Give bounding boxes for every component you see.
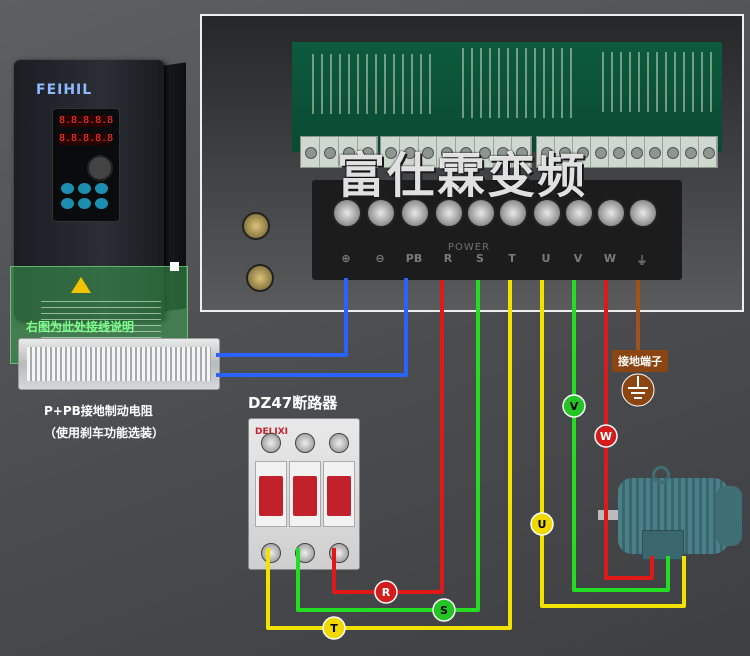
badge-s: S	[432, 598, 456, 622]
motor-shaft	[598, 510, 622, 520]
power-label: POWER	[448, 242, 491, 253]
badge-s-label: S	[440, 604, 448, 617]
ground-bolt-icon	[246, 264, 274, 292]
key-icon	[61, 183, 74, 194]
terminal-photo: ⊕ ⊖ PB R S T U V W ⏚ POWER 富仕霖变频	[200, 14, 744, 312]
badge-u: U	[530, 512, 554, 536]
breaker-screw	[261, 433, 281, 453]
wire-r	[332, 280, 444, 594]
terminal-label-r: R	[443, 252, 453, 265]
breaker-model-label: DZ47断路器	[248, 394, 338, 412]
terminal-screw	[532, 198, 562, 228]
terminal-label-plus: ⊕	[341, 252, 351, 265]
mount-bolt-icon	[242, 212, 270, 240]
warning-icon	[71, 277, 91, 293]
badge-r-label: R	[382, 586, 391, 599]
terminal-label-w: W	[603, 252, 617, 265]
badge-t: T	[322, 616, 346, 640]
terminal-screw	[564, 198, 594, 228]
terminal-screw	[596, 198, 626, 228]
callout-marker	[170, 262, 179, 271]
badge-u-label: U	[538, 518, 547, 531]
right-image-note: 右图为此处接线说明	[26, 320, 135, 334]
power-terminal-block	[312, 180, 682, 280]
control-terminal-strip	[380, 136, 532, 168]
terminal-screw	[434, 198, 464, 228]
badge-r: R	[374, 580, 398, 604]
wire-p-brake	[216, 278, 348, 357]
wire-u	[540, 280, 686, 608]
badge-v-label: V	[570, 400, 579, 413]
terminal-screw	[498, 198, 528, 228]
brake-resistor-label: P+PB接地制动电阻	[44, 404, 153, 418]
brake-resistor	[18, 338, 220, 390]
wire-v	[572, 280, 670, 592]
motor-terminal-box	[642, 530, 684, 560]
wire-pb-brake	[216, 278, 408, 377]
display-top: 8.8.8.8.8	[59, 115, 114, 127]
breaker-handle	[293, 476, 317, 516]
terminal-screw	[366, 198, 396, 228]
pcb-components	[462, 48, 572, 118]
terminal-screw	[400, 198, 430, 228]
terminal-label-t: T	[508, 252, 516, 265]
key-icon	[78, 183, 91, 194]
terminal-label-minus: ⊖	[375, 252, 385, 265]
motor-fan-cover	[716, 486, 742, 546]
three-phase-motor	[588, 466, 744, 568]
terminal-screw	[466, 198, 496, 228]
display-bottom: 8.8.8.8.8	[59, 133, 114, 145]
badge-t-label: T	[330, 622, 338, 635]
control-terminal-strip	[300, 136, 378, 168]
key-icon	[61, 198, 74, 209]
ground-symbol-icon	[621, 373, 655, 407]
wire-s	[296, 280, 480, 612]
badge-w-label: W	[600, 430, 612, 443]
breaker-handle	[259, 476, 283, 516]
wire-t	[266, 280, 512, 630]
control-terminal-strip	[536, 136, 718, 168]
badge-v: V	[562, 394, 586, 418]
key-icon	[78, 198, 91, 209]
inverter-keypad: 8.8.8.8.8 8.8.8.8.8	[52, 108, 120, 222]
watermark-title: 富仕霖变频	[336, 148, 587, 204]
breaker-pole	[255, 461, 287, 527]
resistor-fins	[27, 347, 211, 381]
pcb-components	[312, 54, 432, 114]
inverter-brand: FEIHIL	[36, 82, 93, 98]
ground-terminal-label: 接地端子	[612, 350, 668, 372]
terminal-screw	[628, 198, 658, 228]
breaker-pole	[289, 461, 321, 527]
breaker-screw	[295, 433, 315, 453]
terminal-label-v: V	[573, 252, 583, 265]
terminal-label-ground: ⏚	[636, 254, 648, 267]
brake-optional-label: （使用刹车功能选装）	[44, 426, 165, 440]
breaker-pole	[323, 461, 355, 527]
breaker-brand: DELIXI	[255, 427, 288, 437]
key-icon	[95, 183, 108, 194]
terminal-label-pb: PB	[405, 252, 423, 265]
breaker-handle	[327, 476, 351, 516]
warning-text-block	[41, 301, 161, 341]
terminal-screw	[332, 198, 362, 228]
breaker-screw	[329, 433, 349, 453]
pcb-components	[602, 52, 712, 112]
key-icon	[95, 198, 108, 209]
knob-icon	[87, 155, 113, 181]
keypad-buttons	[61, 183, 113, 209]
terminal-label-u: U	[541, 252, 551, 265]
badge-w: W	[594, 424, 618, 448]
terminal-label-s: S	[476, 252, 484, 265]
dz47-breaker: DELIXI	[248, 418, 360, 570]
control-pcb	[292, 42, 722, 168]
lifting-ring-icon	[652, 466, 670, 484]
